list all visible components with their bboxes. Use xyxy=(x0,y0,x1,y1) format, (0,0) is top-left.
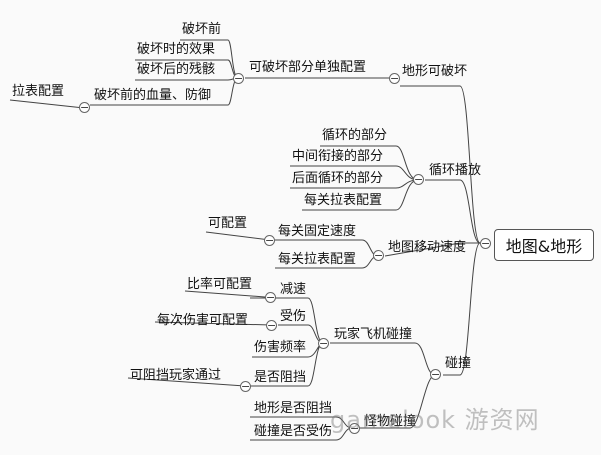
collapse-icon[interactable]: − xyxy=(233,72,244,85)
collapse-icon[interactable]: − xyxy=(349,422,360,435)
node-collide-hurt[interactable]: 碰撞是否受伤 xyxy=(254,424,333,439)
collapse-icon[interactable]: − xyxy=(318,337,329,350)
link-collision-player xyxy=(330,342,436,376)
node-hp[interactable]: 破坏前的血量、防御 xyxy=(94,88,212,103)
node-configurable[interactable]: 可配置 xyxy=(208,216,248,231)
collapse-icon[interactable]: − xyxy=(430,368,441,381)
collapse-icon[interactable]: − xyxy=(79,101,90,114)
link-player-subs xyxy=(127,290,272,387)
node-block[interactable]: 是否阻挡 xyxy=(254,370,307,385)
branch-loop[interactable]: 循环播放 xyxy=(429,163,482,178)
link-root-loop xyxy=(425,179,481,244)
node-later-loop[interactable]: 后面循环的部分 xyxy=(292,171,384,186)
node-before[interactable]: 破坏前 xyxy=(182,22,222,37)
collapse-icon[interactable]: − xyxy=(264,234,275,247)
node-effect[interactable]: 破坏时的效果 xyxy=(137,42,216,57)
link-player-items xyxy=(250,297,324,387)
node-fixed-speed[interactable]: 每关固定速度 xyxy=(278,224,357,239)
node-debris[interactable]: 破坏后的残骸 xyxy=(137,62,216,77)
node-speed-sheet[interactable]: 每关拉表配置 xyxy=(278,252,357,267)
collapse-icon[interactable]: − xyxy=(265,291,276,304)
node-middle-part[interactable]: 中间衔接的部分 xyxy=(292,149,384,164)
node-loop-part[interactable]: 循环的部分 xyxy=(322,128,388,143)
collapse-icon[interactable]: − xyxy=(413,173,424,186)
branch-speed[interactable]: 地图移动速度 xyxy=(388,240,467,255)
link-config-items xyxy=(90,39,239,106)
node-monster[interactable]: 怪物碰撞 xyxy=(364,414,417,429)
collapse-icon[interactable]: − xyxy=(389,72,400,85)
root-node[interactable]: 地图&地形 xyxy=(494,229,594,261)
node-per-dmg[interactable]: 每次伤害可配置 xyxy=(157,313,249,328)
node-config[interactable]: 可破坏部分单独配置 xyxy=(249,60,367,75)
collapse-icon[interactable]: − xyxy=(266,319,277,332)
link-loop-items xyxy=(290,145,419,211)
link-root-collision xyxy=(443,242,481,376)
branch-collision[interactable]: 碰撞 xyxy=(445,356,472,371)
node-sheet-config[interactable]: 拉表配置 xyxy=(12,84,65,99)
node-ratio[interactable]: 比率可配置 xyxy=(187,277,253,292)
node-terrain-block[interactable]: 地形是否阻挡 xyxy=(254,401,333,416)
node-loop-sheet[interactable]: 每关拉表配置 xyxy=(304,193,383,208)
link-root-destructible xyxy=(400,85,481,244)
branch-destructible[interactable]: 地形可破坏 xyxy=(402,64,468,79)
collapse-icon[interactable]: − xyxy=(373,249,384,262)
node-block-player[interactable]: 可阻挡玩家通过 xyxy=(130,368,222,383)
collapse-icon[interactable]: − xyxy=(480,237,491,250)
link-hp-sublabel xyxy=(9,99,85,109)
link-speed-sublabel xyxy=(205,231,271,241)
node-hurt[interactable]: 受伤 xyxy=(280,309,307,324)
link-root-speed xyxy=(384,242,480,257)
node-player[interactable]: 玩家飞机碰撞 xyxy=(334,327,413,342)
node-slow[interactable]: 减速 xyxy=(280,282,307,297)
collapse-icon[interactable]: − xyxy=(240,380,251,393)
watermark: gamelook 游资网 xyxy=(330,406,540,434)
node-dmg-freq[interactable]: 伤害频率 xyxy=(254,340,307,355)
